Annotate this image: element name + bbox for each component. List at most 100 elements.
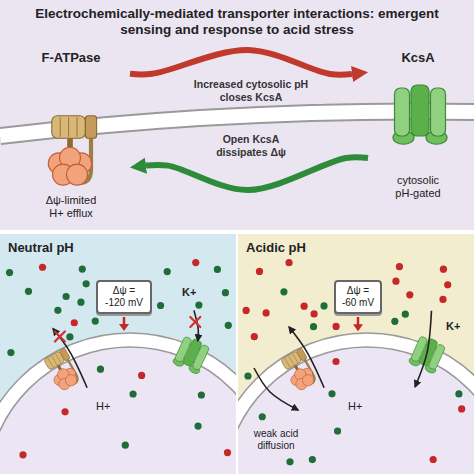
potassium-dot bbox=[286, 458, 293, 465]
node-body: cytosolic pH-gated bbox=[388, 174, 448, 200]
potential-arrowhead bbox=[119, 324, 129, 331]
potassium-dot bbox=[194, 422, 201, 429]
proton-dot bbox=[19, 451, 26, 458]
proton-dot bbox=[440, 266, 447, 273]
potassium-dot bbox=[79, 265, 86, 272]
node-body: Δψ-limited H+ efflux bbox=[41, 194, 101, 220]
voltage-readout: Δψ = -120 mV bbox=[102, 285, 146, 309]
potassium-dot bbox=[122, 442, 129, 449]
node-heading: KcsA bbox=[401, 50, 434, 66]
ion-label: K+ bbox=[446, 320, 460, 332]
ion-label: K+ bbox=[182, 286, 196, 298]
potassium-dot bbox=[280, 288, 287, 295]
c-subunit bbox=[68, 117, 69, 137]
potassium-dot bbox=[402, 311, 409, 318]
proton-dot bbox=[263, 309, 270, 316]
potassium-dot bbox=[66, 333, 73, 340]
potassium-dot bbox=[244, 372, 251, 379]
proton-dot bbox=[138, 372, 145, 379]
proton-dot bbox=[192, 259, 199, 266]
proton-dot bbox=[430, 456, 437, 463]
potassium-dot bbox=[129, 390, 136, 397]
potential-arrowhead bbox=[353, 324, 363, 331]
potassium-dot bbox=[25, 288, 32, 295]
top-panel-ground bbox=[0, 0, 474, 230]
cytoplasm bbox=[238, 347, 474, 474]
ion-label: H+ bbox=[96, 400, 110, 412]
edge-label: Increased cytosolic pH closes KcsA bbox=[178, 78, 324, 104]
c-subunit bbox=[52, 356, 57, 365]
potassium-dot bbox=[92, 317, 99, 324]
proton-dot bbox=[301, 303, 308, 310]
potassium-dot bbox=[309, 456, 316, 463]
ion-dots bbox=[6, 259, 465, 465]
potassium-dot bbox=[97, 366, 104, 373]
potassium-dot bbox=[83, 280, 90, 287]
kcsa-subunit bbox=[395, 88, 410, 136]
block-cross bbox=[55, 332, 65, 342]
potential-arrow bbox=[123, 317, 126, 325]
proton-dot bbox=[61, 408, 68, 415]
potassium-dot bbox=[391, 318, 398, 325]
kcsa-subunit bbox=[182, 338, 202, 367]
voltage-readout: Δψ = -60 mV bbox=[340, 285, 376, 309]
potassium-dot bbox=[164, 268, 171, 275]
node-heading: F-ATPase bbox=[42, 50, 101, 66]
acidic-cell bbox=[238, 333, 474, 474]
feedback-arrow bbox=[146, 157, 368, 190]
proton-dot bbox=[458, 405, 465, 412]
k-influx-arrow bbox=[415, 311, 431, 387]
c-ring bbox=[52, 116, 86, 138]
potassium-dot bbox=[455, 390, 462, 397]
potassium-dot bbox=[62, 293, 69, 300]
c-subunit bbox=[56, 354, 61, 363]
process-label: weak acid diffusion bbox=[244, 428, 308, 452]
proton-dot bbox=[251, 333, 258, 340]
potassium-dot bbox=[198, 391, 205, 398]
h-efflux-arrow bbox=[53, 329, 87, 388]
potassium-dot bbox=[195, 301, 202, 308]
voltage-monitor: Δψ = -120 mV bbox=[96, 280, 152, 314]
potassium-dot bbox=[157, 302, 164, 309]
potassium-dot bbox=[310, 323, 317, 330]
potassium-dot bbox=[334, 427, 341, 434]
atp-synthase-icon bbox=[48, 116, 96, 185]
potassium-dot bbox=[222, 289, 229, 296]
kcsa-icon bbox=[172, 334, 211, 375]
cell-envelope bbox=[0, 333, 236, 474]
potassium-dot bbox=[225, 322, 232, 329]
f1-subunit bbox=[300, 373, 315, 388]
potassium-dot bbox=[54, 307, 61, 314]
c-subunit bbox=[285, 358, 290, 367]
title-text: Electrochemically-mediated transporter i… bbox=[22, 6, 452, 38]
cell-envelope bbox=[238, 333, 474, 474]
transporter-node: KcsA cytosolic pH-gated bbox=[368, 50, 468, 200]
potassium-dot bbox=[7, 349, 14, 356]
potassium-dot bbox=[320, 302, 327, 309]
edge-label: Open KcsA dissipates Δψ bbox=[196, 133, 306, 159]
proton-dot bbox=[39, 264, 46, 271]
a-subunit bbox=[85, 116, 96, 138]
feedback-arrow bbox=[130, 50, 352, 75]
node-heading: Acidic pH bbox=[246, 240, 466, 256]
atp-synthase-icon bbox=[279, 348, 320, 393]
proton-dot bbox=[243, 307, 250, 314]
neutral-cell bbox=[0, 333, 236, 474]
voltage-monitor: Δψ = -60 mV bbox=[334, 280, 382, 314]
h-efflux-arrow bbox=[289, 327, 324, 388]
c-subunit bbox=[289, 356, 294, 365]
block-cross bbox=[190, 317, 200, 327]
potassium-dot bbox=[259, 413, 266, 420]
potassium-dot bbox=[214, 266, 221, 273]
weak-acid-arrow bbox=[254, 368, 298, 410]
c-subunit bbox=[77, 117, 78, 137]
potassium-dot bbox=[77, 299, 84, 306]
c-subunit bbox=[60, 117, 61, 137]
proton-dot bbox=[71, 319, 78, 326]
proton-dot bbox=[439, 296, 446, 303]
ion-label: H+ bbox=[348, 400, 362, 412]
c-subunit bbox=[48, 358, 53, 367]
potassium-dot bbox=[328, 390, 335, 397]
proton-dot bbox=[332, 358, 339, 365]
